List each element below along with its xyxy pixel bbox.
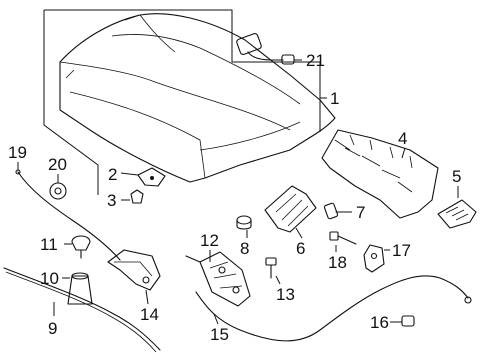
callout-12: 12 (200, 231, 219, 250)
callout-21: 21 (306, 51, 325, 70)
safety-catch (107, 249, 161, 305)
hinge-bracket (264, 185, 317, 239)
prop-rod (15, 162, 121, 261)
callout-14: 14 (140, 305, 159, 324)
callout-13: 13 (276, 285, 295, 304)
bracket-part (120, 167, 166, 187)
callout-7: 7 (356, 203, 365, 222)
weatherstrip (3, 267, 161, 353)
callout-18: 18 (328, 253, 347, 272)
hood-latch (185, 250, 251, 307)
rod-grommet (49, 174, 67, 200)
long-bolt (329, 231, 357, 252)
callout-6: 6 (296, 239, 305, 258)
callout-5: 5 (452, 167, 461, 186)
insulator-pad (321, 129, 439, 219)
callout-16: 16 (370, 313, 389, 332)
callout-4: 4 (398, 129, 407, 148)
callout-8: 8 (240, 239, 249, 258)
callout-2: 2 (108, 165, 117, 184)
callout-19: 19 (8, 143, 27, 162)
callout-20: 20 (48, 155, 67, 174)
callout-9: 9 (48, 319, 57, 338)
cable-clip (390, 315, 415, 327)
callout-10: 10 (40, 269, 59, 288)
hood-panel (59, 13, 336, 183)
bolt-part-7 (323, 202, 352, 220)
bolt-part-13 (265, 257, 281, 285)
callout-3: 3 (107, 191, 116, 210)
pad-block (437, 186, 477, 229)
prop-rod-clip (64, 235, 91, 259)
callout-1: 1 (330, 89, 339, 108)
callout-15: 15 (210, 325, 229, 344)
grommet-part (236, 215, 252, 238)
hood-switch (236, 33, 302, 65)
release-cable (195, 275, 472, 342)
callout-17: 17 (392, 241, 411, 260)
hood-bumper (62, 272, 93, 305)
clip-part (121, 189, 144, 204)
callout-11: 11 (40, 235, 58, 254)
striker-bracket (363, 244, 390, 273)
hood-group-frame (43, 9, 321, 195)
